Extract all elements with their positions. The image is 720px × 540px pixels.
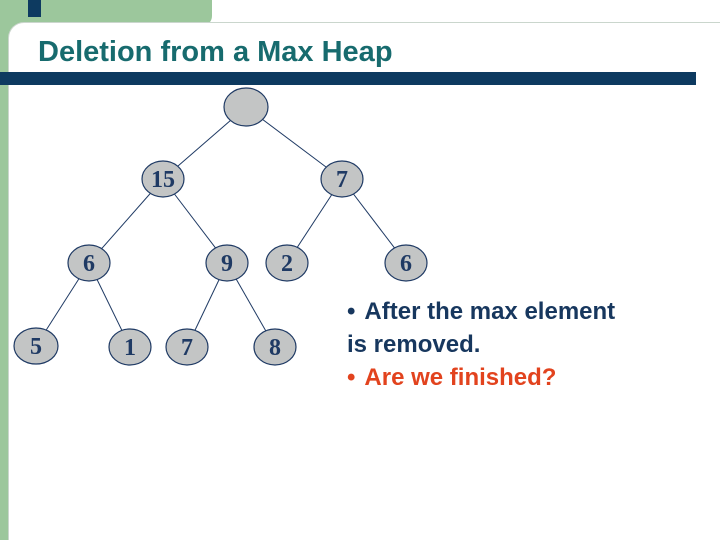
- node-label: 2: [281, 251, 293, 277]
- node-label: 6: [83, 251, 95, 277]
- notes-block: • After the max element is removed. • Are …: [347, 295, 615, 394]
- node-circle: [223, 87, 269, 127]
- node-circle: [265, 244, 309, 282]
- content-panel: [8, 22, 720, 540]
- bullet-icon: •: [347, 298, 356, 325]
- tree-node-7: 7: [320, 160, 364, 198]
- node-circle: [320, 160, 364, 198]
- note-item-1-line-2: is removed.: [347, 328, 615, 361]
- note-item-1-line-1: • After the max element: [347, 295, 615, 328]
- note-text: is removed.: [347, 331, 481, 358]
- slide-title: Deletion from a Max Heap: [38, 36, 393, 68]
- node-label: 9: [221, 251, 233, 277]
- tree-node-removed-root: [223, 87, 269, 127]
- node-circle: [141, 160, 185, 198]
- title-underline-bar: [0, 72, 696, 85]
- tree-node-15: 15: [141, 160, 185, 198]
- navy-accent-square: [28, 0, 41, 17]
- tree-node-2: 2: [265, 244, 309, 282]
- tree-node-8: 8: [253, 328, 297, 366]
- tree-node-6-right: 6: [384, 244, 428, 282]
- node-circle: [67, 244, 111, 282]
- tree-node-1: 1: [108, 328, 152, 366]
- tree-node-5: 5: [13, 327, 59, 365]
- node-label: 15: [151, 167, 175, 193]
- node-label: 7: [181, 335, 193, 361]
- node-circle: [384, 244, 428, 282]
- bullet-icon: •: [347, 364, 356, 391]
- node-circle: [253, 328, 297, 366]
- note-text: After the max element: [364, 298, 616, 325]
- node-label: 7: [336, 167, 348, 193]
- tree-node-7-leaf: 7: [165, 328, 209, 366]
- node-circle: [165, 328, 209, 366]
- node-label: 6: [400, 251, 412, 277]
- node-label: 1: [124, 335, 136, 361]
- note-text: Are we finished?: [364, 364, 557, 391]
- node-label: 5: [30, 334, 42, 360]
- tree-node-6-left: 6: [67, 244, 111, 282]
- node-circle: [108, 328, 152, 366]
- node-circle: [205, 244, 249, 282]
- node-circle: [13, 327, 59, 365]
- green-left-strip: [0, 0, 8, 540]
- note-item-2-line-1: • Are we finished?: [347, 361, 615, 394]
- node-label: 8: [269, 335, 281, 361]
- tree-node-9: 9: [205, 244, 249, 282]
